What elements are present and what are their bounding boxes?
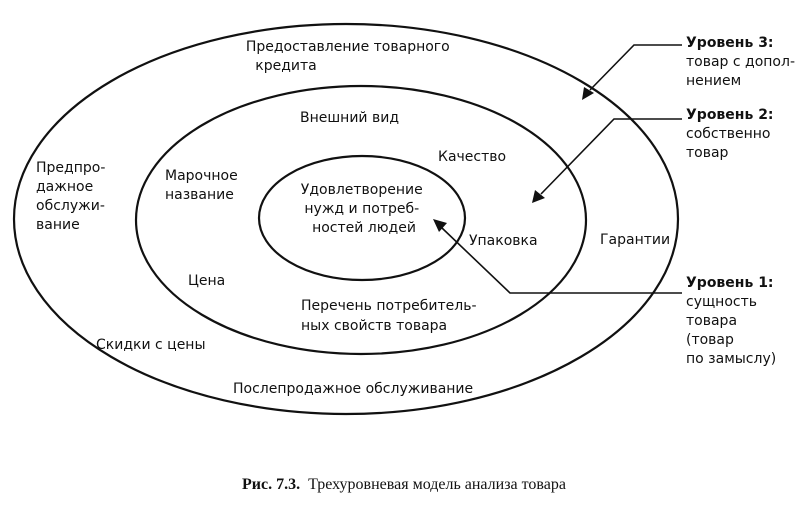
- label-quality: Качество: [438, 149, 506, 165]
- outer-ring: [12, 22, 680, 416]
- label-appearance: Внешний вид: [300, 110, 399, 126]
- label-packaging: Упаковка: [469, 233, 538, 249]
- label-warranty: Гарантии: [600, 232, 670, 248]
- level-1-arrow: [433, 219, 682, 294]
- inner-ring: [257, 154, 467, 282]
- label-consumer-properties: Перечень потребитель- ных свойств товара: [301, 298, 481, 334]
- middle-ring: [134, 84, 588, 356]
- level-1-text: Уровень 1: сущность товара (товар по зам…: [686, 274, 778, 367]
- level-3-arrow: [582, 44, 682, 100]
- label-aftersale-service: Послепродажное обслуживание: [233, 381, 473, 397]
- label-presale-service: Предпро- дажное обслужи- вание: [36, 160, 110, 233]
- level-3-text: Уровень 3: товар с допол- нением: [686, 34, 799, 89]
- figure-caption: Рис. 7.3. Трехуровневая модель анализа т…: [242, 476, 566, 493]
- level-2-arrow: [532, 118, 682, 203]
- label-credit: Предоставление товарного кредита: [246, 39, 454, 74]
- label-discounts: Скидки с цены: [96, 337, 206, 353]
- level-2-text: Уровень 2: собственно товар: [686, 106, 778, 161]
- label-brand-name: Марочное название: [165, 168, 242, 203]
- label-needs-satisfaction: Удовлетворение нужд и потреб- ностей люд…: [301, 182, 427, 236]
- label-price: Цена: [188, 273, 225, 289]
